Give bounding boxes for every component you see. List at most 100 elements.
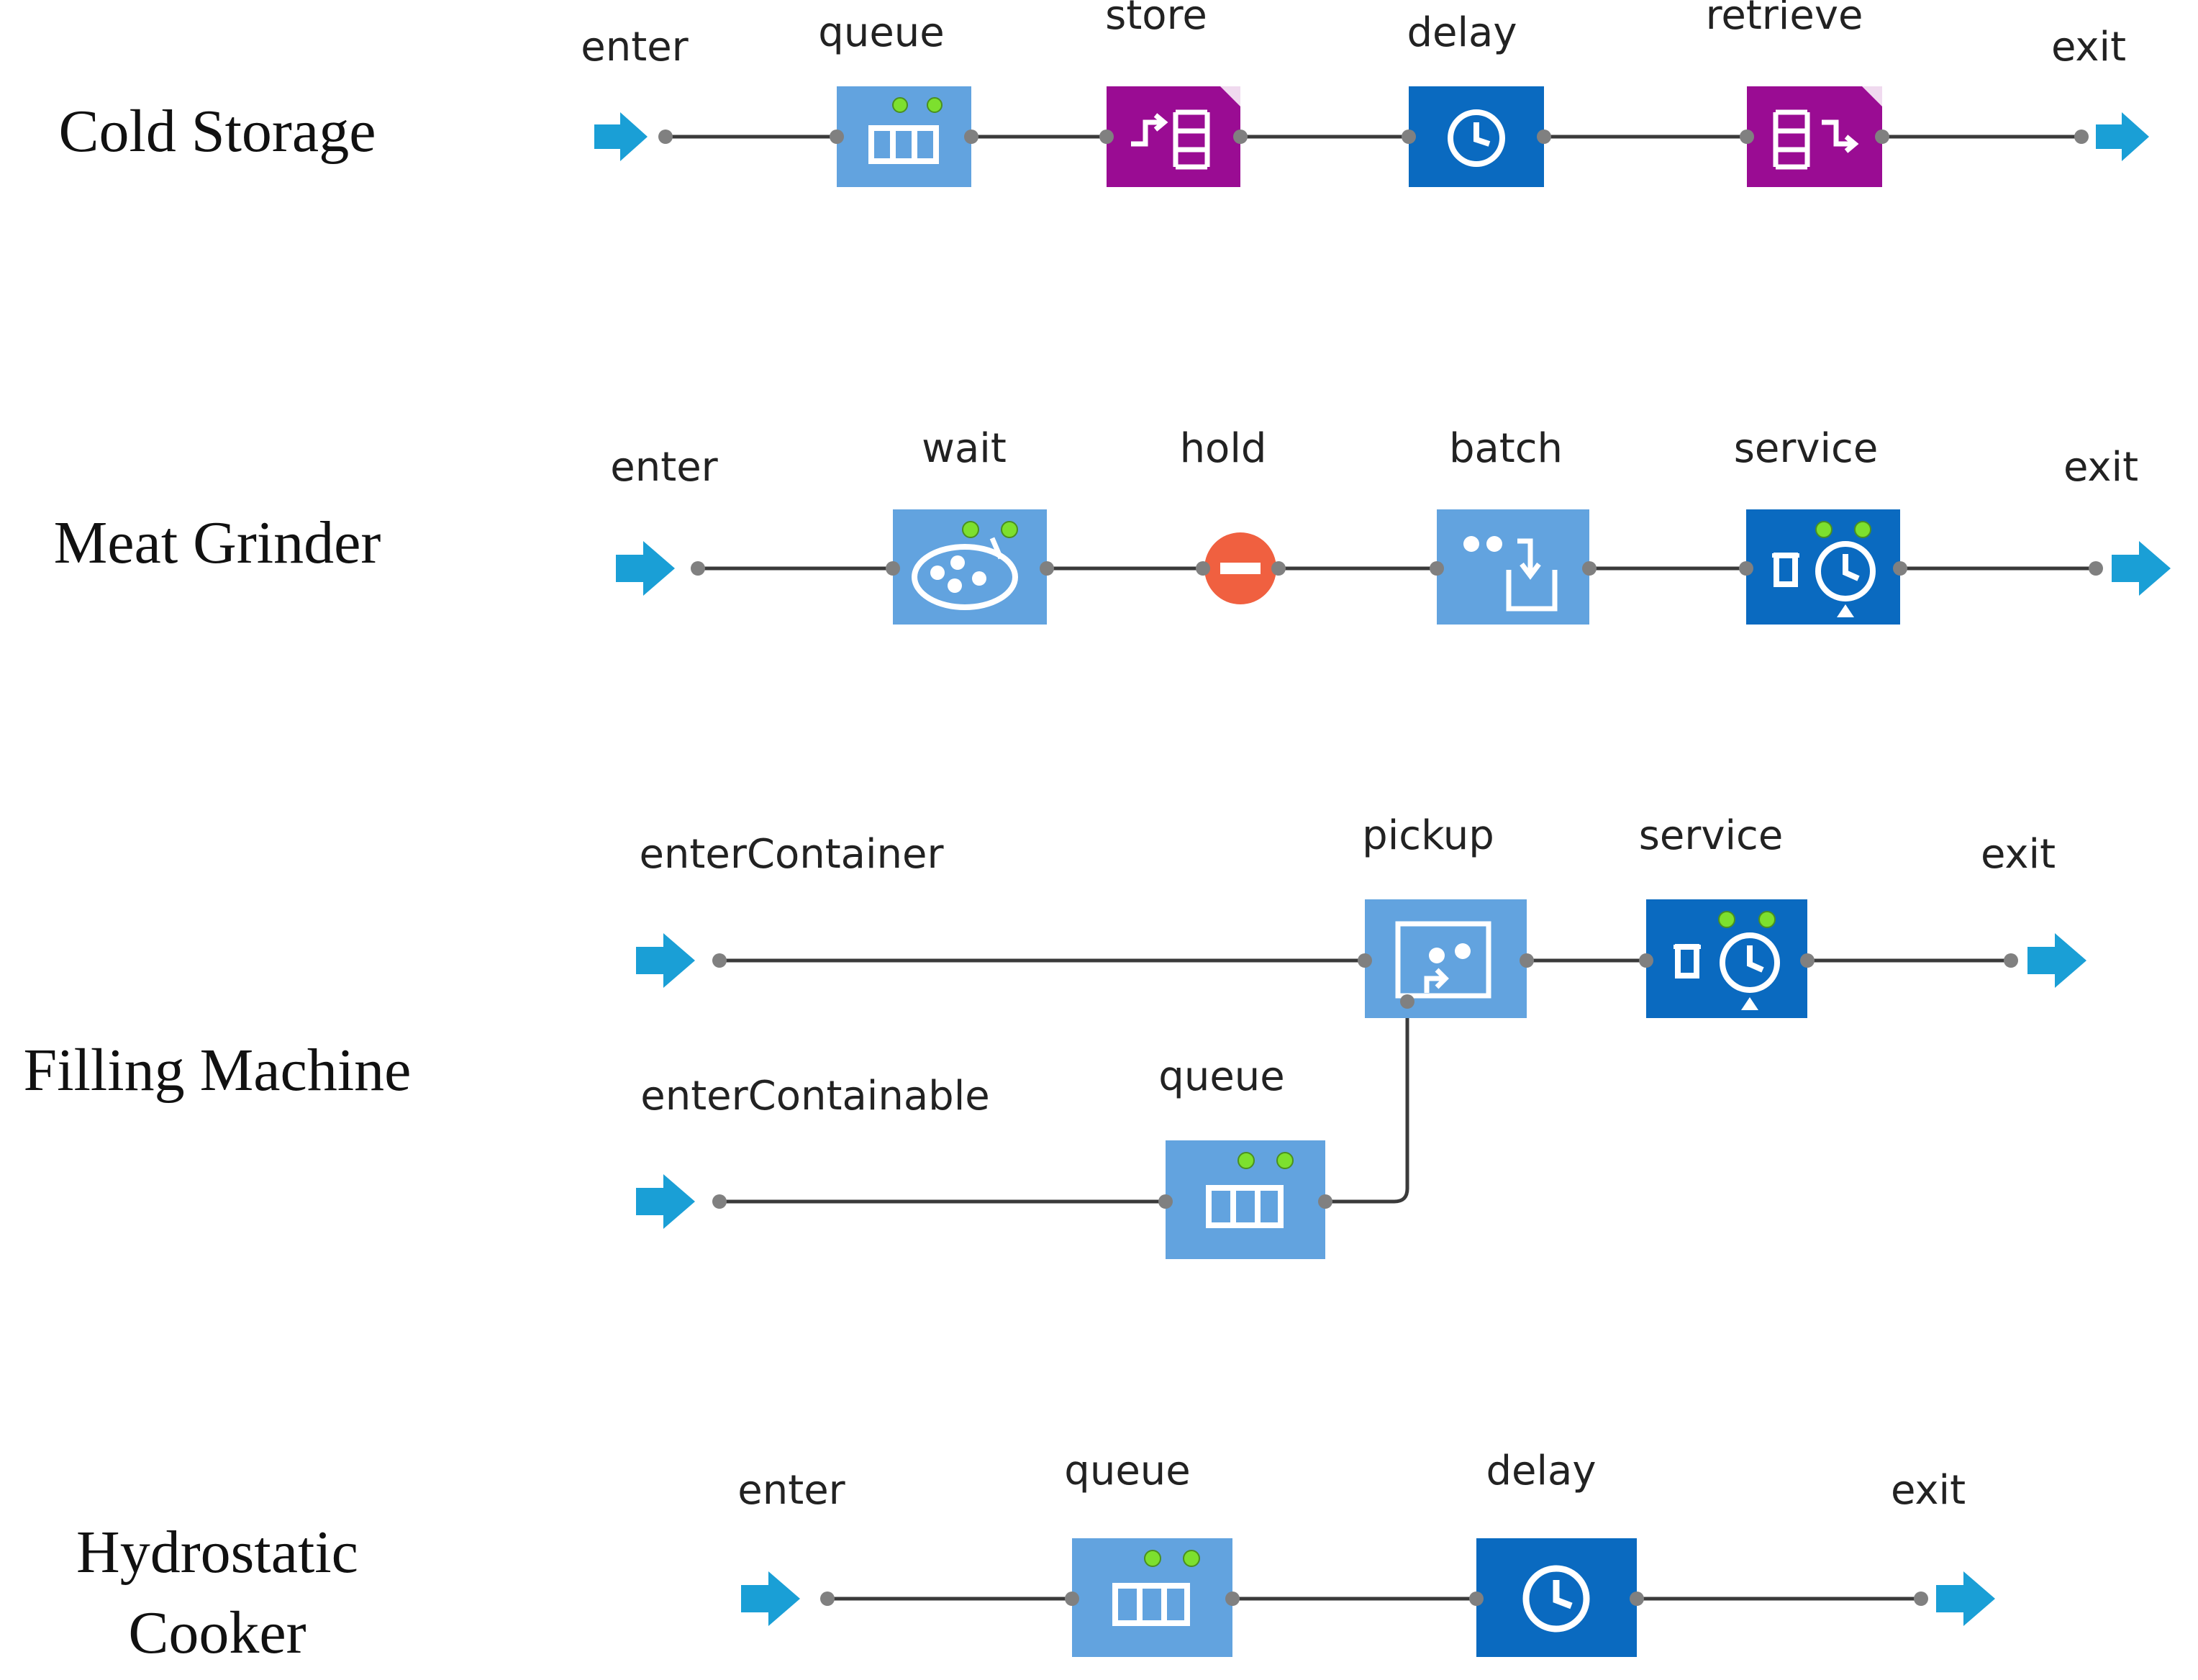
queue-label: queue — [1158, 1053, 1284, 1100]
port — [1520, 953, 1534, 968]
exit-arrow-icon[interactable] — [1936, 1571, 1995, 1626]
batch-icon — [1463, 536, 1558, 612]
enter-container-arrow-icon[interactable] — [636, 933, 695, 988]
queue-block[interactable] — [837, 86, 971, 187]
port — [1065, 1592, 1079, 1606]
store-block[interactable] — [1107, 86, 1240, 187]
service-block[interactable] — [1746, 509, 1900, 625]
port — [1271, 561, 1286, 576]
port — [1225, 1592, 1240, 1606]
row-cold-storage: Cold Storage enter queue — [59, 0, 2149, 187]
enter-label: enter — [737, 1467, 845, 1514]
port — [1400, 994, 1414, 1009]
port — [1740, 130, 1754, 144]
port — [1040, 561, 1054, 576]
port — [712, 1194, 727, 1209]
exit-arrow-icon[interactable] — [2096, 112, 2149, 161]
queue-label: queue — [818, 9, 944, 56]
queue-label: queue — [1064, 1448, 1190, 1494]
enter-arrow-icon[interactable] — [616, 541, 675, 596]
wait-label: wait — [922, 425, 1007, 472]
store-label: store — [1105, 0, 1207, 39]
enter-container-label: enterContainer — [639, 831, 944, 878]
port — [1196, 561, 1210, 576]
store-icon — [1131, 109, 1210, 170]
service-label: service — [1734, 425, 1879, 472]
queue-icon — [1112, 1550, 1200, 1626]
port — [1318, 1194, 1332, 1209]
port — [2089, 561, 2103, 576]
row-filling-machine: Filling Machine enterContainer pickup — [24, 812, 2086, 1259]
port — [1469, 1592, 1484, 1606]
port — [2074, 130, 2089, 144]
wait-block[interactable] — [893, 509, 1047, 625]
row-title-cold-storage: Cold Storage — [59, 98, 376, 165]
row-title-line-1: Hydrostatic — [76, 1519, 358, 1586]
port — [1158, 1194, 1173, 1209]
port — [830, 130, 844, 144]
port — [1800, 953, 1815, 968]
queue-block[interactable] — [1072, 1538, 1232, 1657]
exit-label: exit — [1891, 1467, 1966, 1514]
service-block[interactable] — [1646, 899, 1807, 1018]
retrieve-label: retrieve — [1706, 0, 1863, 39]
queue-icon — [868, 97, 943, 164]
clock-icon — [1448, 109, 1505, 167]
pickup-block[interactable] — [1365, 899, 1527, 1018]
row-meat-grinder: Meat Grinder enter wait — [54, 425, 2171, 625]
port — [1582, 561, 1597, 576]
hold-block[interactable] — [1204, 532, 1276, 604]
connector-wires — [719, 958, 2011, 1204]
port — [2004, 953, 2018, 968]
wait-icon — [912, 521, 1018, 610]
enter-label: enter — [581, 24, 689, 71]
batch-block[interactable] — [1437, 509, 1589, 625]
port — [691, 561, 705, 576]
port — [1233, 130, 1248, 144]
port — [820, 1592, 835, 1606]
queue-block[interactable] — [1166, 1140, 1325, 1259]
hold-label: hold — [1180, 425, 1267, 472]
batch-label: batch — [1449, 425, 1563, 472]
delay-label: delay — [1486, 1448, 1596, 1494]
port — [1402, 130, 1416, 144]
delay-block[interactable] — [1476, 1538, 1637, 1657]
row-title-meat-grinder: Meat Grinder — [54, 509, 381, 576]
port — [658, 130, 673, 144]
port — [712, 953, 727, 968]
exit-label: exit — [2051, 24, 2126, 71]
delay-block[interactable] — [1409, 86, 1544, 187]
port — [964, 130, 978, 144]
clock-icon — [1522, 1565, 1590, 1633]
port — [1358, 953, 1372, 968]
enter-label: enter — [610, 444, 718, 491]
row-title-filling-machine: Filling Machine — [24, 1037, 412, 1104]
port — [1099, 130, 1114, 144]
service-icon — [1674, 911, 1780, 1010]
retrieve-block[interactable] — [1747, 86, 1882, 187]
port — [1914, 1592, 1928, 1606]
exit-arrow-icon[interactable] — [2027, 933, 2086, 988]
port — [1875, 130, 1889, 144]
exit-label: exit — [2063, 444, 2138, 491]
row-title-line-2: Cooker — [128, 1599, 306, 1666]
enter-containable-label: enterContainable — [640, 1073, 989, 1120]
delay-label: delay — [1407, 9, 1517, 56]
service-icon — [1772, 521, 1876, 617]
queue-icon — [1206, 1152, 1294, 1228]
enter-arrow-icon[interactable] — [741, 1571, 800, 1626]
service-label: service — [1639, 812, 1784, 859]
port — [1537, 130, 1551, 144]
row-hydrostatic-cooker: Hydrostatic Cooker enter queue — [76, 1448, 1995, 1666]
port — [1893, 561, 1907, 576]
retrieve-icon — [1773, 109, 1859, 170]
port — [1630, 1592, 1644, 1606]
port — [1430, 561, 1444, 576]
exit-arrow-icon[interactable] — [2112, 541, 2171, 596]
enter-arrow-icon[interactable] — [594, 112, 648, 161]
pickup-icon — [1395, 921, 1491, 999]
pickup-label: pickup — [1362, 812, 1494, 859]
enter-containable-arrow-icon[interactable] — [636, 1174, 695, 1229]
exit-label: exit — [1981, 831, 2056, 878]
